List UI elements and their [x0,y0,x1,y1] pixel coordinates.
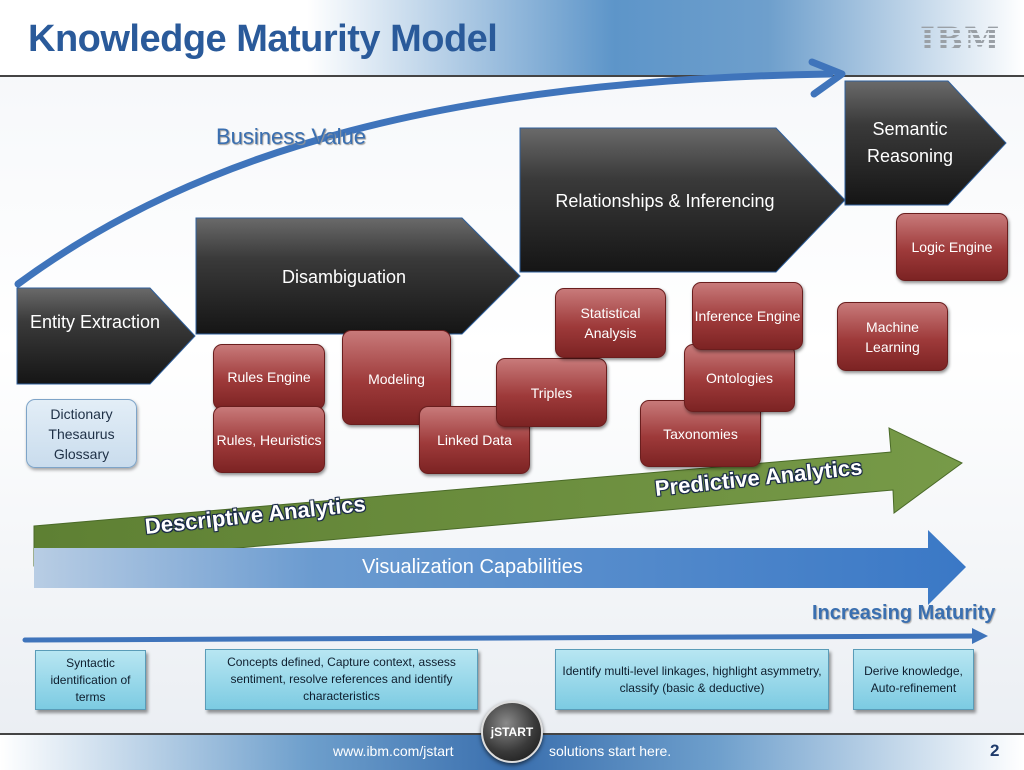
capability-ontologies: Ontologies [684,344,795,412]
stage-semantic-reasoning: Semantic Reasoning [866,119,954,166]
ibm-logo: IBM [920,20,1001,58]
header-band [0,0,1024,76]
capability-taxonomies: Taxonomies [640,400,761,467]
description-entity-extraction: Syntactic identification of terms [35,650,146,710]
business-value-arrow [14,70,834,288]
page-number: 2 [990,741,1000,760]
business-value-label: Business Value [216,124,367,149]
stage-entity-extraction-shape [16,287,196,385]
description-semantic-reasoning: Derive knowledge, Auto-refinement [853,649,974,710]
description-relationships: Identify multi-level linkages, highlight… [555,649,829,710]
capability-dictionary: Dictionary Thesaurus Glossary [26,399,137,468]
stage-relationships-inferencing: Relationships & Inferencing [555,191,775,211]
capability-triples: Triples [496,358,607,427]
visualization-capabilities-label: Visualization Capabilities [362,556,583,578]
description-disambiguation: Concepts defined, Capture context, asses… [205,649,478,710]
increasing-maturity-label: Increasing Maturity [812,602,996,624]
stage-disambiguation: Disambiguation [281,267,407,287]
stage-semantic-shape [844,80,1007,206]
stage-relationships-shape [519,127,846,273]
stage-entity-extraction: Entity Extraction [29,312,161,332]
stage-disambiguation-shape [195,217,521,335]
increasing-maturity-arrow [22,633,979,643]
capability-inference-engine: Inference Engine [692,282,803,350]
visualization-arrow [34,530,966,605]
capability-statistical-analysis: Statistical Analysis [555,288,666,358]
jstart-badge: jSTART [481,701,543,763]
business-value-arrowhead [808,58,846,98]
capability-logic-engine: Logic Engine [896,213,1008,281]
capability-machine-learning: Machine Learning [837,302,948,371]
capability-rules-engine: Rules Engine [213,344,325,410]
footer-url-link[interactable]: www.ibm.com/jstart [333,743,454,759]
capability-rules-heuristics: Rules, Heuristics [213,406,325,473]
increasing-maturity-arrowhead [972,628,988,644]
header-rule [0,75,1024,77]
page-title: Knowledge Maturity Model [28,18,498,60]
footer-tagline: solutions start here. [549,743,672,759]
